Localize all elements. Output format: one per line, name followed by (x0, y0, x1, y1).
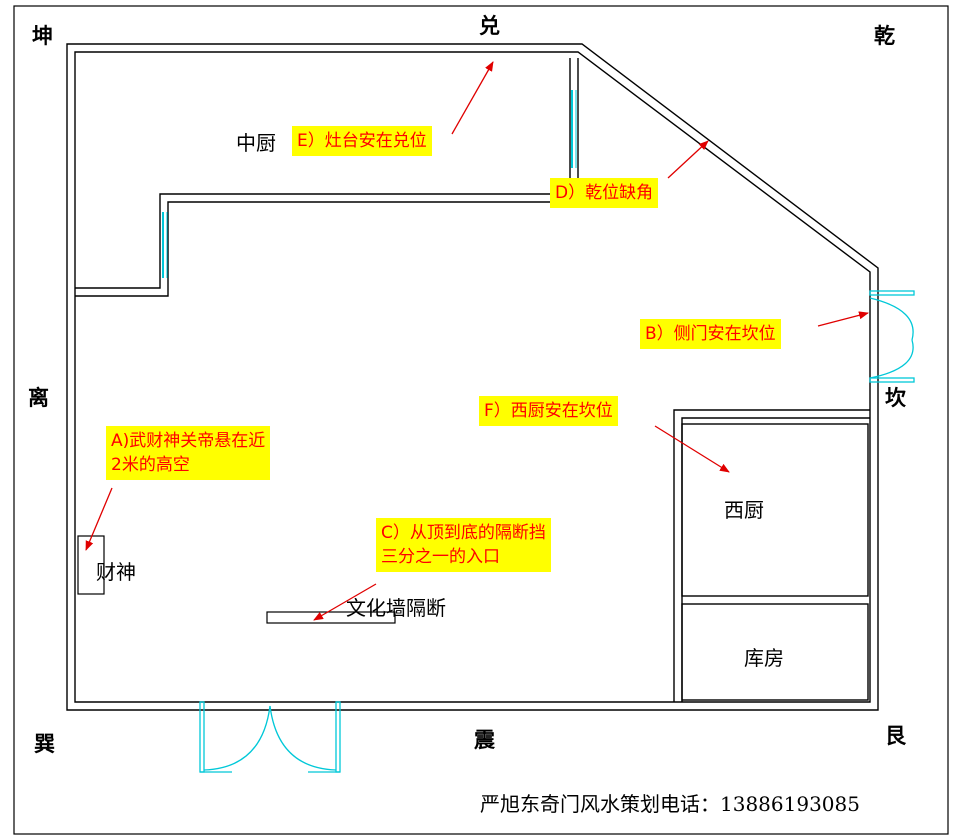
label-partition-wall: 文化墙隔断 (346, 596, 446, 620)
note-c-line-2: 三分之一的入口 (381, 547, 500, 567)
room-west-kitchen: 西厨 (724, 498, 764, 522)
arrow-b (817, 311, 869, 327)
outer-wall-outer-line (66, 43, 879, 711)
note-d-text: D）乾位缺角 (555, 183, 654, 203)
note-b-text: B）侧门安在坎位 (645, 324, 776, 344)
west-block-wall-outer (673, 409, 870, 702)
note-a-line-2: 2米的高空 (111, 455, 190, 475)
direction-kan: 坎 (885, 386, 906, 410)
note-c-line-1: C）从顶到底的隔断挡 (381, 523, 546, 543)
arrow-d (667, 140, 709, 179)
arrow-c (313, 583, 377, 621)
main-entrance-door (199, 701, 341, 773)
note-f: F）西厨安在坎位 (479, 396, 618, 426)
wealth-god-box (77, 535, 105, 595)
middle-kitchen-wall-inner (75, 58, 579, 297)
note-b: B）侧门安在坎位 (640, 319, 781, 349)
outer-wall-inner-line (74, 51, 871, 703)
note-a: A)武财神关帝悬在近 2米的高空 (106, 426, 271, 480)
west-kitchen-room (681, 423, 869, 597)
side-door (869, 290, 915, 383)
culture-wall-partition (266, 611, 396, 624)
note-d: D）乾位缺角 (550, 178, 659, 208)
middle-kitchen-wall-outer (75, 58, 571, 289)
direction-gen: 艮 (885, 724, 906, 748)
direction-kun: 坤 (32, 24, 53, 48)
room-middle-kitchen: 中厨 (236, 131, 276, 155)
arrow-f (654, 425, 730, 473)
direction-qian: 乾 (874, 24, 895, 48)
note-e: E）灶台安在兑位 (292, 126, 432, 156)
note-e-text: E）灶台安在兑位 (297, 131, 427, 151)
direction-dui: 兑 (479, 14, 500, 38)
direction-zhen: 震 (474, 728, 495, 752)
page-border (13, 5, 949, 835)
label-wealth-god: 财神 (96, 560, 136, 584)
note-f-text: F）西厨安在坎位 (484, 401, 613, 421)
note-c: C）从顶到底的隔断挡 三分之一的入口 (376, 518, 551, 572)
direction-li: 离 (28, 386, 49, 410)
direction-xun: 巽 (34, 732, 55, 756)
room-storeroom: 库房 (744, 646, 784, 670)
storeroom-room (681, 603, 869, 701)
arrow-a (85, 487, 113, 551)
arrow-e (451, 61, 494, 135)
note-a-line-1: A)武财神关帝悬在近 (111, 431, 266, 451)
footer-contact: 严旭东奇门风水策划电话：13886193085 (480, 792, 860, 816)
pointer-arrows (85, 61, 869, 621)
